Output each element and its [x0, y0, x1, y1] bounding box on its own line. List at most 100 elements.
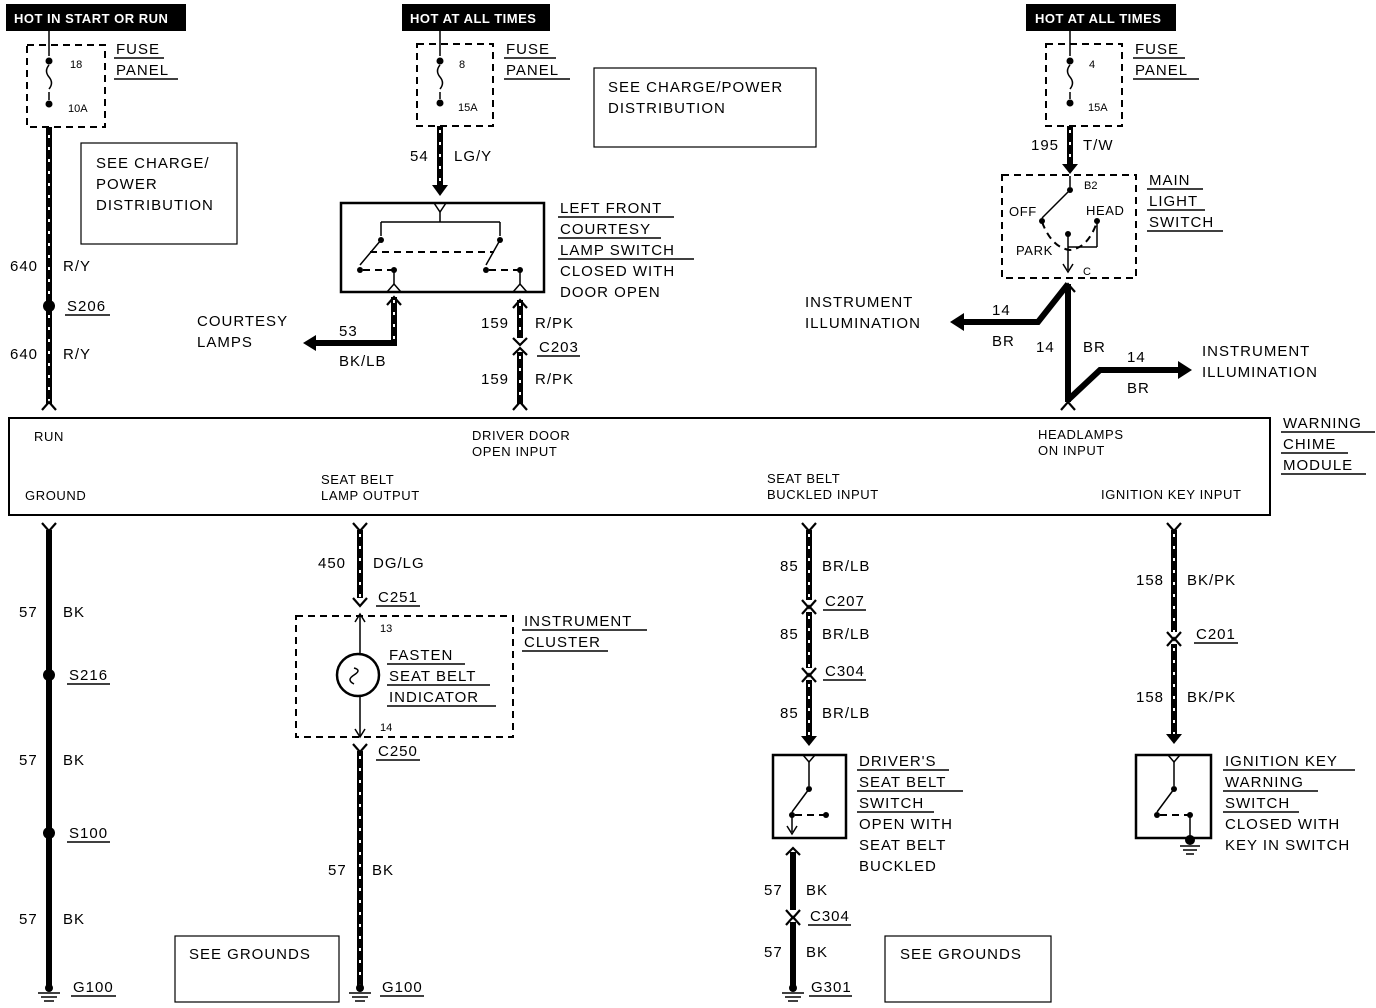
courtesy-switch-line5: DOOR OPEN [560, 284, 661, 301]
pin-driver-door-1: DRIVER DOOR [472, 428, 570, 443]
wire-14 [950, 282, 1192, 411]
pin-ground: GROUND [25, 488, 86, 503]
wire-57c-color: BK [63, 911, 85, 928]
wire-450-color: DG/LG [373, 555, 425, 572]
header-start-run: HOT IN START OR RUN [14, 11, 168, 26]
fasten-seatbelt-bulb-icon [335, 652, 381, 698]
note-charge-power-2 [593, 67, 817, 148]
connector-c250: C250 [378, 743, 418, 760]
wire-85b-num: 85 [780, 626, 799, 643]
wire-640 [41, 127, 57, 411]
wire-57-cluster-ground [349, 743, 371, 1002]
connector-c304-top: C304 [825, 663, 865, 680]
connector-c304-bottom: C304 [810, 908, 850, 925]
courtesy-lamps-line1: COURTESY [197, 313, 288, 330]
ignition-switch-line5: KEY IN SWITCH [1225, 837, 1350, 854]
wire-85b-color: BR/LB [822, 626, 870, 643]
wire-640b-color: R/Y [63, 346, 91, 363]
header-hot-all-1: HOT AT ALL TIMES [410, 11, 536, 26]
fasten-indicator-line2: SEAT BELT [389, 668, 476, 685]
header-hot-all-1-bg [402, 4, 550, 31]
instr-illum-right-1: INSTRUMENT [1202, 343, 1310, 360]
wire-57b-num: 57 [19, 752, 38, 769]
fuse-18-number: 18 [70, 59, 82, 71]
driver-switch-line1: DRIVER'S [859, 753, 937, 770]
wire-14b-num: 14 [1036, 339, 1055, 356]
instr-illum-right-2: ILLUMINATION [1202, 364, 1318, 381]
wire-85c-color: BR/LB [822, 705, 870, 722]
fasten-indicator-line1: FASTEN [389, 647, 453, 664]
instr-illum-left-1: INSTRUMENT [805, 294, 913, 311]
note-charge-2-line1: SEE CHARGE/POWER [608, 79, 783, 96]
pin-headlamps-1: HEADLAMPS [1038, 427, 1124, 442]
note-see-grounds-1 [174, 935, 340, 1003]
courtesy-switch-line2: COURTESY [560, 221, 651, 238]
note-charge-1-line1: SEE CHARGE/ [96, 155, 210, 172]
wire-53-num: 53 [339, 323, 358, 340]
chime-module-line1: WARNING [1283, 415, 1362, 432]
fuse-8-title-1: FUSE [506, 41, 550, 58]
main-light-line3: SWITCH [1149, 214, 1214, 231]
wire-57e-color: BK [806, 882, 828, 899]
note-grounds-2: SEE GROUNDS [900, 946, 1022, 963]
wire-57-ground-left [38, 522, 60, 1002]
wire-54-num: 54 [410, 148, 429, 165]
instr-cluster-line1: INSTRUMENT [524, 613, 632, 630]
wire-450-num: 450 [318, 555, 346, 572]
wire-195 [1062, 126, 1078, 174]
fuse-4-title-1: FUSE [1135, 41, 1179, 58]
pin-seatbelt-buckled-1: SEAT BELT [767, 471, 840, 486]
fasten-indicator-line3: INDICATOR [389, 689, 479, 706]
wire-450 [352, 522, 368, 608]
cluster-pin-14: 14 [380, 722, 392, 734]
wire-195-color: T/W [1083, 137, 1114, 154]
driver-switch-line6: BUCKLED [859, 858, 937, 875]
connector-c251: C251 [378, 589, 418, 606]
wire-14a-color: BR [992, 333, 1015, 350]
pin-ignition-key: IGNITION KEY INPUT [1101, 487, 1242, 502]
wire-57f-color: BK [806, 944, 828, 961]
ground-g301: G301 [811, 979, 852, 996]
main-light-line1: MAIN [1149, 172, 1191, 189]
wire-85c-num: 85 [780, 705, 799, 722]
header-start-run-bg [6, 4, 186, 31]
courtesy-switch-line1: LEFT FRONT [560, 200, 662, 217]
header-hot-all-2: HOT AT ALL TIMES [1035, 11, 1161, 26]
wire-158 [1166, 522, 1182, 744]
fuse-18: 18 10A [26, 31, 106, 128]
wire-57a-color: BK [63, 604, 85, 621]
main-switch-pin-head: HEAD [1086, 203, 1125, 218]
wire-158b-num: 158 [1136, 689, 1164, 706]
wire-54 [432, 126, 448, 196]
wire-158a-num: 158 [1136, 572, 1164, 589]
fuse-18-title-1: FUSE [116, 41, 160, 58]
fuse-8-title-2: PANEL [506, 62, 559, 79]
wire-640a-num: 640 [10, 258, 38, 275]
ignition-switch-line3: SWITCH [1225, 795, 1290, 812]
fuse-4-number: 4 [1089, 59, 1095, 71]
main-light-switch [1001, 174, 1137, 279]
fuse-8-rating: 15A [458, 102, 478, 114]
header-hot-all-2-bg [1026, 4, 1176, 31]
fuse-4-title-2: PANEL [1135, 62, 1188, 79]
wire-53 [303, 295, 402, 351]
driver-seatbelt-switch [771, 753, 848, 840]
ignition-switch-line2: WARNING [1225, 774, 1304, 791]
instrument-cluster [295, 612, 514, 739]
splice-s206-label: S206 [67, 298, 106, 315]
note-charge-power-1 [80, 142, 238, 245]
courtesy-lamps-line2: LAMPS [197, 334, 253, 351]
wire-57e-num: 57 [764, 882, 783, 899]
wire-640a-color: R/Y [63, 258, 91, 275]
pin-headlamps-2: ON INPUT [1038, 443, 1105, 458]
wire-14b-color: BR [1083, 339, 1106, 356]
fuse-4: 4 15A [1045, 31, 1123, 127]
pin-driver-door-2: OPEN INPUT [472, 444, 557, 459]
wire-54-color: LG/Y [454, 148, 492, 165]
main-switch-pin-c: C [1083, 266, 1091, 278]
main-switch-pin-off: OFF [1009, 204, 1037, 219]
fuse-8-number: 8 [459, 59, 465, 71]
splice-s100-label: S100 [69, 825, 108, 842]
wire-640b-num: 640 [10, 346, 38, 363]
wire-57b-color: BK [63, 752, 85, 769]
